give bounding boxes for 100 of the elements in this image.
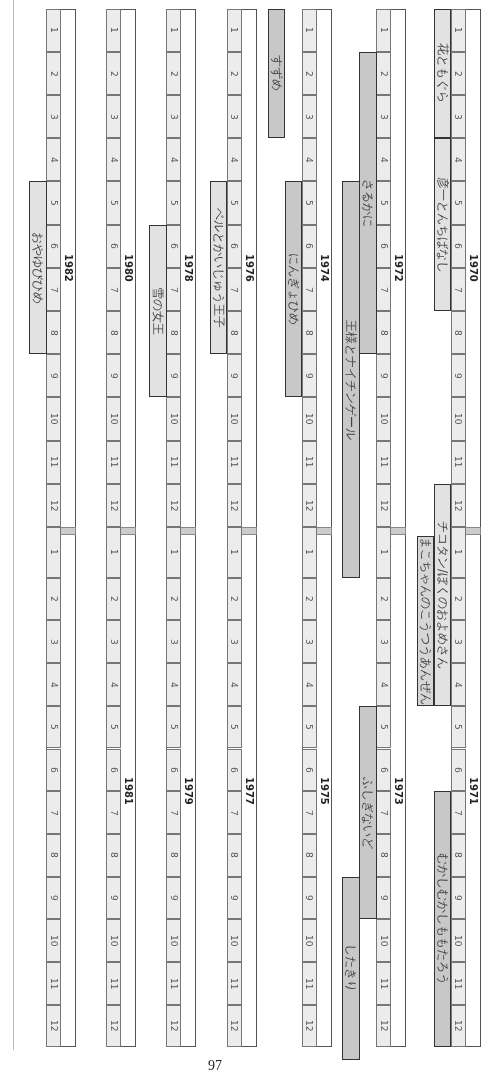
year-label: 1982 bbox=[62, 252, 76, 284]
month-cell: 3 bbox=[46, 95, 62, 139]
month-cell: 2 bbox=[166, 577, 182, 621]
month-cell: 1 bbox=[376, 8, 392, 52]
page-number: 97 bbox=[207, 1058, 223, 1075]
month-cell: 12 bbox=[226, 1004, 242, 1048]
month-cell: 3 bbox=[106, 620, 122, 664]
month-cell: 1 bbox=[166, 8, 182, 52]
month-cell: 1 bbox=[301, 527, 317, 578]
month-cell: 7 bbox=[106, 791, 122, 834]
month-cell: 3 bbox=[166, 95, 182, 139]
month-cell: 11 bbox=[450, 440, 466, 484]
month-cell: 7 bbox=[46, 791, 62, 834]
title-bar: むかしむかしももたろう bbox=[433, 791, 452, 1048]
month-cell: 10 bbox=[46, 919, 62, 962]
month-cell: 11 bbox=[106, 962, 122, 1005]
month-cell: 6 bbox=[46, 748, 62, 792]
month-cell: 9 bbox=[46, 876, 62, 920]
month-cell: 11 bbox=[46, 440, 62, 484]
month-cell: 9 bbox=[376, 354, 392, 398]
title-bar: おやゆびひめ bbox=[29, 181, 47, 355]
month-cell: 9 bbox=[226, 876, 242, 920]
month-cell: 8 bbox=[46, 833, 62, 877]
month-cell: 5 bbox=[166, 181, 182, 225]
month-cell: 4 bbox=[226, 663, 242, 706]
month-cell: 9 bbox=[450, 354, 466, 398]
month-cell: 4 bbox=[301, 663, 317, 706]
month-cell: 2 bbox=[226, 51, 242, 95]
month-cell: 10 bbox=[301, 397, 317, 441]
month-cell: 3 bbox=[226, 620, 242, 664]
month-cell: 12 bbox=[376, 1004, 392, 1048]
month-cell: 12 bbox=[106, 1004, 122, 1048]
month-cell: 4 bbox=[106, 663, 122, 706]
month-cell: 5 bbox=[46, 705, 62, 749]
month-cell: 11 bbox=[376, 440, 392, 484]
month-cell: 11 bbox=[376, 962, 392, 1005]
month-cell: 10 bbox=[166, 919, 182, 962]
month-cell: 5 bbox=[301, 705, 317, 749]
month-cell: 5 bbox=[166, 705, 182, 749]
month-cell: 9 bbox=[106, 876, 122, 920]
month-cell: 9 bbox=[46, 354, 62, 398]
year-label: 1975 bbox=[317, 776, 331, 808]
year-label: 1978 bbox=[182, 252, 196, 284]
title-bar: 彦一とんちばなし bbox=[433, 138, 452, 311]
month-cell: 4 bbox=[226, 138, 242, 182]
month-cell: 6 bbox=[166, 748, 182, 792]
month-cell: 1 bbox=[376, 527, 392, 578]
month-cell: 11 bbox=[166, 962, 182, 1005]
month-cell: 10 bbox=[166, 397, 182, 441]
month-cell: 1 bbox=[46, 8, 62, 52]
month-cell: 12 bbox=[106, 483, 122, 527]
month-cell: 6 bbox=[301, 748, 317, 792]
year-label: 1976 bbox=[242, 252, 256, 284]
month-cell: 7 bbox=[106, 267, 122, 311]
month-cell: 6 bbox=[106, 224, 122, 268]
month-cell: 3 bbox=[46, 620, 62, 664]
month-cell: 1 bbox=[226, 8, 242, 52]
month-cell: 4 bbox=[376, 663, 392, 706]
month-cell: 3 bbox=[226, 95, 242, 139]
month-cell: 12 bbox=[301, 1004, 317, 1048]
year-label: 1970 bbox=[466, 252, 480, 284]
month-cell: 8 bbox=[106, 833, 122, 877]
month-cell: 6 bbox=[106, 748, 122, 792]
month-cell: 2 bbox=[301, 51, 317, 95]
month-cell: 2 bbox=[46, 577, 62, 621]
month-cell: 12 bbox=[166, 1004, 182, 1048]
month-cell: 3 bbox=[301, 95, 317, 139]
month-cell: 5 bbox=[450, 705, 466, 749]
year-label: 1979 bbox=[182, 776, 196, 808]
month-cell: 10 bbox=[106, 919, 122, 962]
month-cell: 11 bbox=[226, 440, 242, 484]
month-cell: 2 bbox=[106, 577, 122, 621]
month-cell: 9 bbox=[301, 876, 317, 920]
month-cell: 1 bbox=[106, 527, 122, 578]
month-cell: 11 bbox=[166, 440, 182, 484]
month-cell: 12 bbox=[226, 483, 242, 527]
month-cell: 11 bbox=[106, 440, 122, 484]
month-cell: 12 bbox=[301, 483, 317, 527]
month-cell: 1 bbox=[301, 8, 317, 52]
month-cell: 2 bbox=[166, 51, 182, 95]
month-cell: 11 bbox=[226, 962, 242, 1005]
month-cell: 1 bbox=[46, 527, 62, 578]
month-cell: 5 bbox=[106, 181, 122, 225]
title-bar: 王様とナイチンゲール bbox=[342, 181, 360, 578]
month-cell: 10 bbox=[376, 397, 392, 441]
year-label: 1973 bbox=[392, 776, 406, 808]
month-cell: 10 bbox=[226, 919, 242, 962]
title-bar: にんぎょひめ bbox=[284, 181, 302, 398]
month-cell: 11 bbox=[301, 962, 317, 1005]
month-cell: 12 bbox=[46, 483, 62, 527]
year-label: 1972 bbox=[392, 252, 406, 284]
month-cell: 10 bbox=[450, 397, 466, 441]
month-cell: 10 bbox=[301, 919, 317, 962]
month-cell: 4 bbox=[301, 138, 317, 182]
month-cell: 3 bbox=[106, 95, 122, 139]
month-cell: 11 bbox=[301, 440, 317, 484]
month-cell: 10 bbox=[106, 397, 122, 441]
month-cell: 12 bbox=[166, 483, 182, 527]
month-cell: 9 bbox=[166, 876, 182, 920]
month-cell: 10 bbox=[226, 397, 242, 441]
